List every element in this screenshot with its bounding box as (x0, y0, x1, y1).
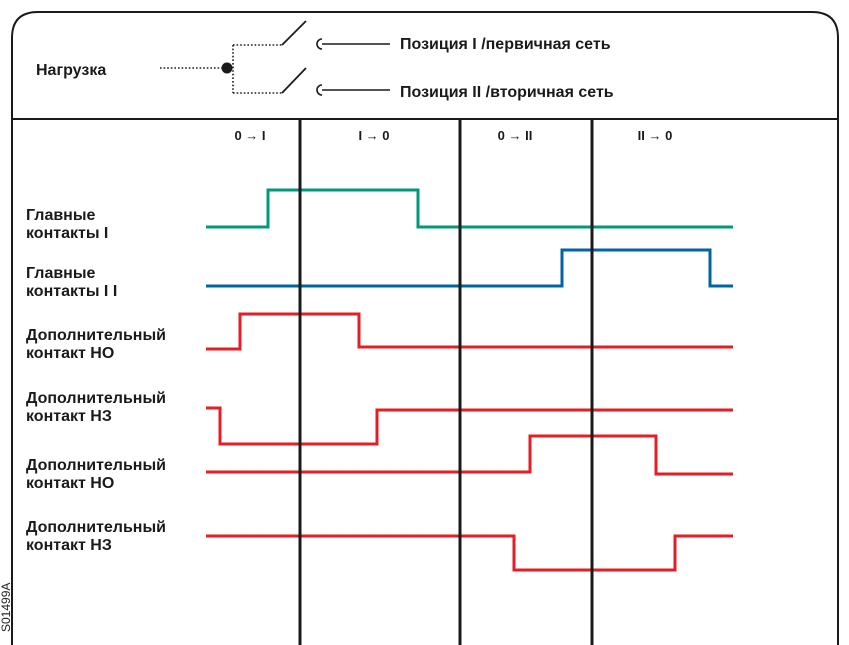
switch-schematic (160, 20, 390, 96)
waveform-main-contacts-2 (206, 248, 733, 288)
diagram-frame (11, 11, 839, 645)
phase-dividers (298, 119, 594, 645)
column-label: I → 0 (358, 128, 389, 143)
column-label: 0 → II (498, 128, 533, 143)
figure-code: S01499A (0, 583, 13, 632)
column-label: II → 0 (638, 128, 673, 143)
column-label: 0 → I (234, 128, 265, 143)
load-label: Нагрузка (36, 62, 106, 79)
position-1-label: Позиция I /первичная сеть (400, 36, 611, 53)
waveform-aux-nc-1 (206, 406, 733, 446)
position-2-label: Позиция II /вторичная сеть (400, 84, 614, 101)
column-headers: 0 → I I → 0 0 → II II → 0 (234, 128, 672, 143)
waveforms (206, 188, 733, 572)
waveform-aux-nc-2 (206, 534, 733, 572)
waveform-aux-no-1 (206, 312, 733, 351)
waveform-aux-no-2 (206, 434, 733, 476)
waveform-main-contacts-1 (206, 188, 733, 229)
